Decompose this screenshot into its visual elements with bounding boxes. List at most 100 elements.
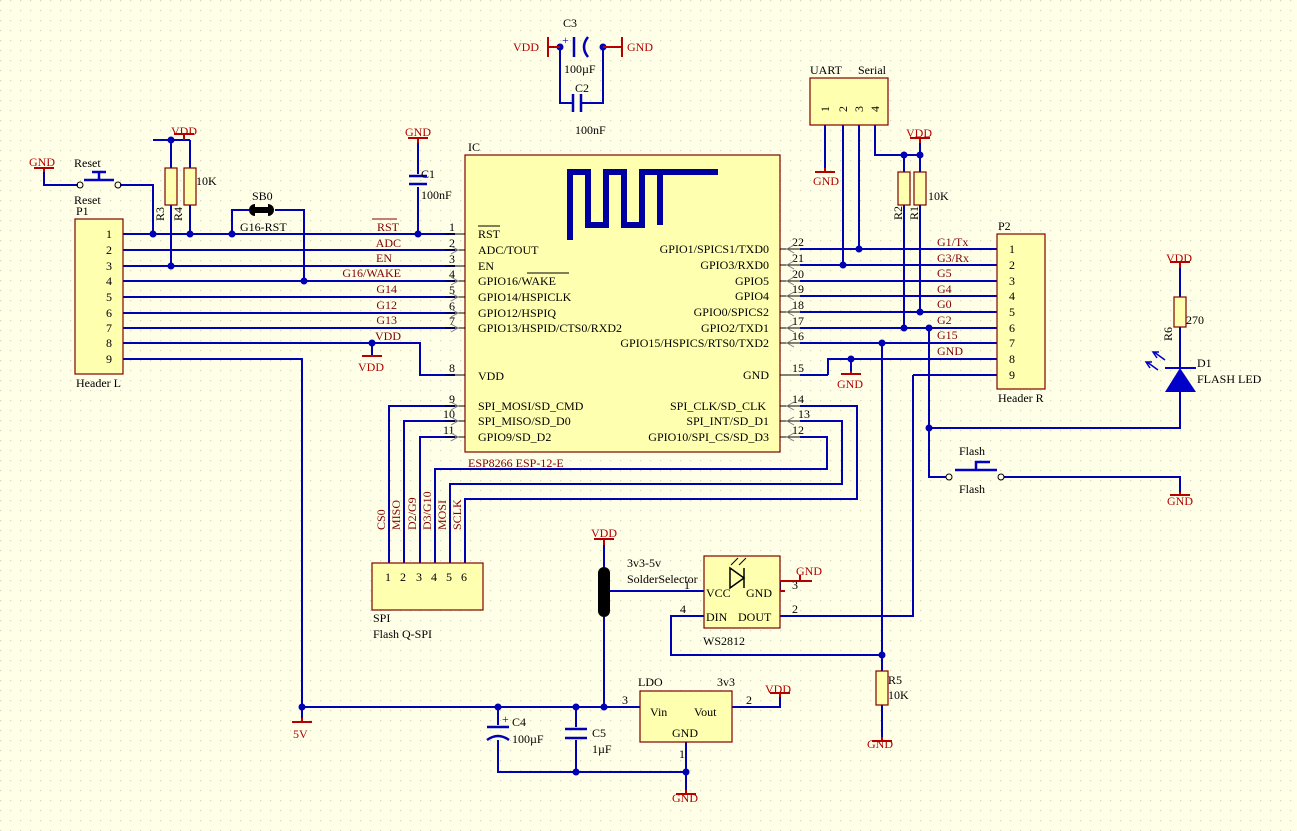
r4-value: 10K bbox=[196, 174, 217, 188]
selector-label-2: SolderSelector bbox=[627, 572, 698, 586]
p2-pin: 3 bbox=[1009, 274, 1015, 288]
capacitor-c4[interactable]: + C4 100µF bbox=[486, 712, 544, 746]
flash-name: Flash bbox=[959, 482, 985, 496]
ldo-vout: Vout bbox=[694, 705, 717, 719]
wires bbox=[43, 47, 1181, 790]
uart-pin: 3 bbox=[852, 106, 866, 112]
spi-net-label: SCLK bbox=[450, 499, 464, 530]
ic-pin-name: GPIO10/SPI_CS/SD_D3 bbox=[648, 430, 769, 444]
capacitor-c1[interactable]: C1 100nF bbox=[409, 167, 452, 202]
led-diode-icon bbox=[729, 566, 746, 590]
junction bbox=[916, 151, 924, 159]
ws2812-dout: DOUT bbox=[738, 610, 772, 624]
vdd-label: VDD bbox=[906, 126, 932, 140]
spi-header[interactable]: SPI Flash Q-SPI 1 2 3 4 5 6 CS0 MISO D2/… bbox=[371, 491, 484, 641]
reset-name: Reset bbox=[74, 193, 101, 207]
vdd-label: VDD bbox=[513, 40, 539, 54]
resistor-r2[interactable]: R2 bbox=[891, 171, 911, 220]
resistor-r1[interactable]: R1 10K bbox=[907, 171, 949, 220]
spi-ref: SPI bbox=[373, 611, 390, 625]
header-left-p1[interactable]: P1 Header L 1 2 3 4 5 6 7 8 9 bbox=[74, 204, 124, 390]
ic-pin-name: GPIO12/HSPIQ bbox=[478, 306, 556, 320]
junction bbox=[298, 703, 306, 711]
p2-name: Header R bbox=[998, 391, 1044, 405]
sb0-ref: SB0 bbox=[252, 189, 273, 203]
solder-selector[interactable]: 3v3-5v SolderSelector bbox=[598, 556, 698, 617]
net-label: EN bbox=[376, 251, 392, 265]
ic-pin-number: 18 bbox=[792, 298, 804, 312]
resistor-r5[interactable]: R5 10K bbox=[875, 670, 909, 706]
p1-pin: 8 bbox=[106, 336, 112, 350]
spi-net-label: MOSI bbox=[435, 500, 449, 530]
header-right-p2[interactable]: P2 Header R 1 2 3 4 5 6 7 8 9 bbox=[996, 219, 1046, 405]
p1-pin: 6 bbox=[106, 306, 112, 320]
ldo-gnd: GND bbox=[672, 726, 698, 740]
p2-pin: 7 bbox=[1009, 336, 1015, 350]
resistor-r6[interactable]: R6 270 bbox=[1161, 296, 1204, 341]
ic-pin-name: GPIO3/RXD0 bbox=[700, 258, 769, 272]
junction bbox=[228, 230, 236, 238]
c4-value: 100µF bbox=[512, 732, 544, 746]
r2-ref: R2 bbox=[891, 206, 905, 220]
c3-ref: C3 bbox=[563, 16, 577, 30]
junctions bbox=[149, 43, 933, 776]
junction bbox=[167, 136, 175, 144]
gnd-label: GND bbox=[29, 155, 55, 169]
c1-ref: C1 bbox=[421, 167, 435, 181]
resistor-r3[interactable]: R3 bbox=[153, 167, 178, 221]
solder-bridge-sb0[interactable]: SB0 G16-RST bbox=[240, 189, 287, 234]
capacitor-c2[interactable]: C2 100nF bbox=[571, 81, 606, 137]
vdd-label: VDD bbox=[171, 124, 197, 138]
junction bbox=[878, 339, 886, 347]
junction bbox=[414, 230, 422, 238]
spi-net-label: CS0 bbox=[374, 509, 388, 530]
d1-ref: D1 bbox=[1197, 356, 1212, 370]
spi-net-label: D2/G9 bbox=[405, 497, 419, 530]
uart-header[interactable]: UART Serial 1 2 3 4 bbox=[809, 63, 889, 126]
ic-pin-name: SPI_MOSI/SD_CMD bbox=[478, 399, 584, 413]
ic-pin-number: 13 bbox=[798, 407, 810, 421]
net-label: G2 bbox=[937, 313, 952, 327]
flash-button[interactable]: Flash Flash bbox=[945, 444, 1005, 496]
right-net-labels: G1/Tx G3/Rx G5 G4 G0 G2 G15 GND bbox=[937, 235, 969, 358]
junction bbox=[839, 261, 847, 269]
ic-pin-number: 1 bbox=[449, 220, 455, 234]
ic-pin-name: SPI_INT/SD_D1 bbox=[686, 414, 769, 428]
esp8266-module[interactable]: IC ESP8266 ESP-12-E 1 2 3 4 5 6 7 8 9 10… bbox=[443, 140, 810, 470]
led-d1[interactable]: D1 FLASH LED bbox=[1144, 351, 1262, 392]
ldo-pin: 3 bbox=[622, 693, 628, 707]
ic-pin-name: GPIO15/HSPICS/RTS0/TXD2 bbox=[620, 336, 769, 350]
ic-pin-number: 2 bbox=[449, 236, 455, 250]
junction bbox=[572, 703, 580, 711]
p1-body bbox=[74, 218, 124, 375]
resistor-r4[interactable]: R4 10K bbox=[171, 167, 217, 221]
c5-value: 1µF bbox=[592, 742, 612, 756]
ic-pin-number: 12 bbox=[792, 423, 804, 437]
net-label: G5 bbox=[937, 266, 952, 280]
p2-pin: 8 bbox=[1009, 352, 1015, 366]
junction bbox=[855, 245, 863, 253]
junction bbox=[368, 339, 376, 347]
d1-name: FLASH LED bbox=[1197, 372, 1262, 386]
r6-ref: R6 bbox=[1161, 327, 1175, 341]
spi-pin: 6 bbox=[461, 570, 467, 584]
p2-body bbox=[996, 233, 1046, 390]
capacitor-c5[interactable]: C5 1µF bbox=[565, 726, 612, 756]
ws2812-led[interactable]: VCC GND DIN DOUT WS2812 1 3 4 2 bbox=[680, 555, 798, 648]
junction bbox=[847, 355, 855, 363]
ldo-regulator[interactable]: LDO 3v3 Vin Vout GND 3 2 1 bbox=[622, 675, 752, 761]
led-rays-icon bbox=[730, 557, 747, 566]
junction bbox=[572, 768, 580, 776]
ic-pin-name: SPI_MISO/SD_D0 bbox=[478, 414, 571, 428]
net-label: RST bbox=[377, 220, 400, 234]
ic-pin-number: 8 bbox=[449, 361, 455, 375]
ic-pin-number: 6 bbox=[449, 299, 455, 313]
junction bbox=[149, 230, 157, 238]
capacitor-c3[interactable]: + C3 100µF bbox=[562, 16, 596, 76]
c3-value: 100µF bbox=[564, 62, 596, 76]
p1-pin: 3 bbox=[106, 259, 112, 273]
ic-pin-name: GPIO5 bbox=[735, 274, 769, 288]
reset-button[interactable]: Reset Reset bbox=[74, 156, 122, 207]
r1-ref: R1 bbox=[907, 206, 921, 220]
ic-pin-name: GND bbox=[743, 368, 769, 382]
